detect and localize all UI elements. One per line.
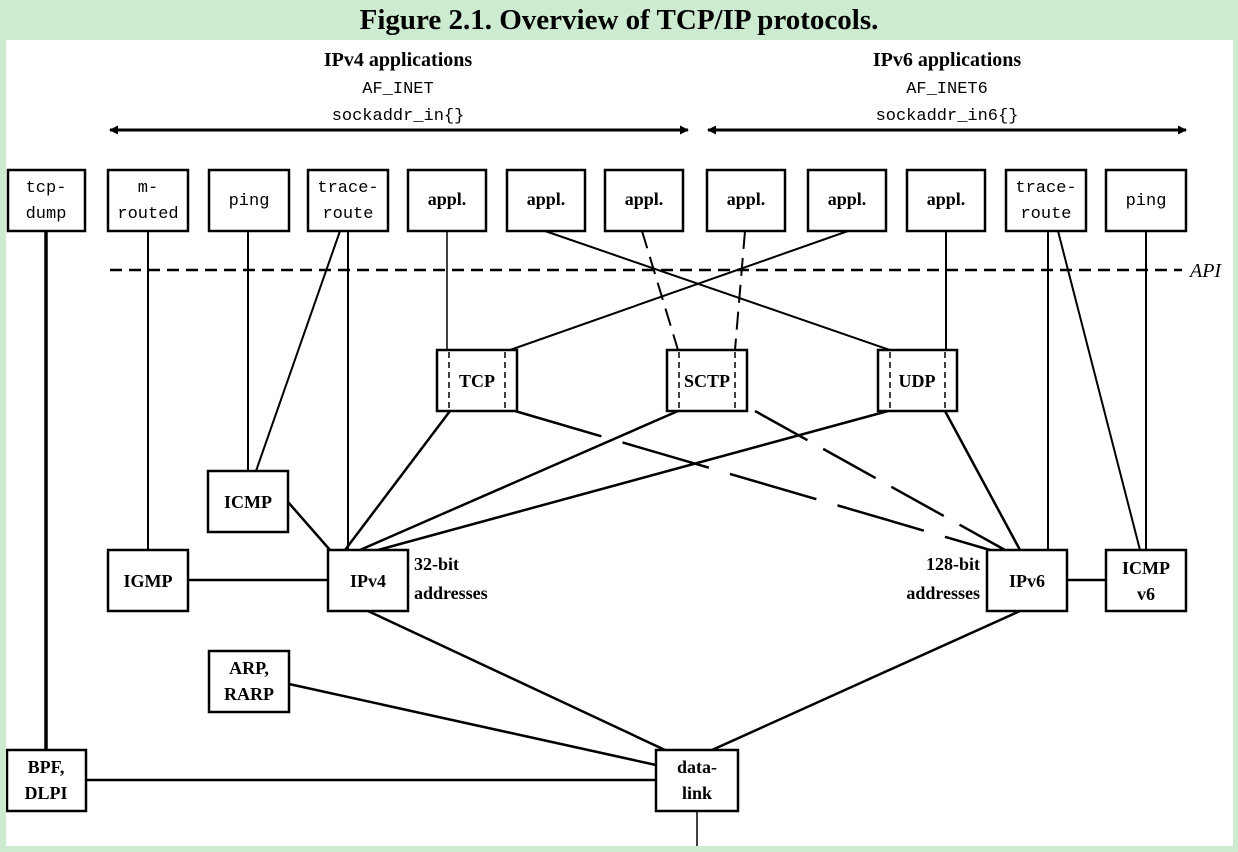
appl-label-1: appl. — [428, 189, 467, 209]
connections — [44, 230, 1147, 846]
icmpv6-label-2: v6 — [1137, 584, 1155, 604]
ipv6-af-inet6: AF_INET6 — [906, 80, 988, 99]
traceroute6-box — [1004, 168, 1088, 233]
igmp-label: IGMP — [124, 571, 173, 591]
link-ipv6-datalink — [711, 609, 1021, 752]
network-boxes — [6, 469, 1188, 813]
appl-box-5 — [806, 168, 888, 233]
diagram-canvas: IPv4 applications AF_INET sockaddr_in{} … — [6, 40, 1233, 846]
tcpdump-label-2: dump — [26, 205, 67, 224]
link-appl2-udp — [544, 230, 891, 351]
link-sctp-ipv4 — [359, 409, 679, 552]
appl-label-6: appl. — [927, 189, 966, 209]
mrouted-label-2: routed — [117, 205, 178, 224]
link-udp-ipv4 — [377, 409, 889, 552]
datalink-label-1: data- — [677, 757, 717, 777]
ipv6-address-note-2: addresses — [906, 583, 980, 603]
bpf-label-1: BPF, — [28, 757, 65, 777]
traceroute-label-1: trace- — [317, 179, 378, 198]
datalink-label-2: link — [682, 783, 712, 803]
mrouted-box — [106, 168, 190, 233]
appl-label-5: appl. — [828, 189, 867, 209]
udp-box — [876, 348, 959, 413]
sctp-label: SCTP — [684, 371, 730, 391]
link-tcp-ipv4 — [344, 410, 451, 551]
appl-box-3 — [603, 168, 685, 233]
link-traceroute6-icmpv6 — [1057, 230, 1141, 551]
ipv6-address-note-1: 128-bit — [926, 554, 980, 574]
tcp-box — [435, 348, 519, 413]
traceroute6-label-1: trace- — [1015, 179, 1076, 198]
tcpdump-box — [6, 168, 87, 233]
appl-box-4 — [705, 168, 787, 233]
icmpv6-label-1: ICMP — [1122, 558, 1170, 578]
udp-label: UDP — [899, 371, 936, 391]
transport-boxes — [435, 348, 959, 413]
tcp-label: TCP — [459, 371, 495, 391]
ping6-label: ping — [1126, 192, 1167, 211]
icmpv6-box — [1104, 548, 1188, 613]
igmp-box — [106, 548, 190, 613]
traceroute6-label-2: route — [1020, 205, 1071, 224]
appl-label-4: appl. — [727, 189, 766, 209]
link-tcp-ipv6 — [514, 409, 991, 552]
ping-box — [207, 168, 291, 233]
appl-label-3: appl. — [625, 189, 664, 209]
ipv4-sockaddr: sockaddr_in{} — [332, 107, 465, 126]
arp-box — [207, 649, 291, 714]
ipv4-box — [326, 548, 410, 613]
transport-labels: TCP SCTP UDP — [459, 371, 936, 391]
bpf-box — [6, 748, 88, 813]
icmp-box — [206, 469, 290, 534]
sctp-box — [665, 348, 749, 413]
appl-box-1 — [406, 168, 488, 233]
link-ipv4-datalink — [367, 609, 666, 752]
ipv4-label: IPv4 — [350, 571, 386, 591]
api-label: API — [1188, 260, 1222, 282]
tcpdump-label-1: tcp- — [26, 179, 67, 198]
traceroute-label-2: route — [322, 205, 373, 224]
application-boxes — [6, 168, 1188, 233]
icmp-label: ICMP — [224, 492, 272, 512]
ping6-box — [1104, 168, 1188, 233]
figure-caption: Figure 2.1. Overview of TCP/IP protocols… — [359, 4, 879, 36]
appl-box-2 — [505, 168, 587, 233]
ipv4-address-note-2: addresses — [414, 583, 488, 603]
network-labels: ICMP IGMP IPv4 IPv6 ICMP v6 ARP, RARP BP… — [24, 492, 1170, 803]
link-udp-ipv6 — [943, 410, 1022, 551]
mrouted-label-1: m- — [138, 179, 158, 198]
tcpip-diagram: IPv4 applications AF_INET sockaddr_in{} … — [6, 49, 1222, 846]
ipv6-sockaddr: sockaddr_in6{} — [876, 107, 1019, 126]
address-notes: 32-bit addresses 128-bit addresses — [414, 554, 980, 603]
arp-label-2: RARP — [224, 684, 274, 704]
arp-label-1: ARP, — [229, 658, 269, 678]
ipv6-apps-title: IPv6 applications — [873, 49, 1022, 71]
appl-box-6 — [905, 168, 987, 233]
link-appl3-sctp — [641, 230, 679, 351]
link-appl4-sctp — [734, 230, 746, 351]
ping-label: ping — [229, 192, 270, 211]
ipv4-af-inet: AF_INET — [362, 80, 433, 99]
traceroute-box — [306, 168, 390, 233]
link-appl5-tcp — [509, 230, 849, 351]
link-arp-datalink — [288, 682, 657, 767]
bpf-label-2: DLPI — [24, 783, 67, 803]
link-traceroute-icmp — [255, 230, 341, 472]
ipv4-apps-title: IPv4 applications — [324, 49, 473, 71]
ipv4-address-note-1: 32-bit — [414, 554, 459, 574]
application-labels: tcp- dump m- routed ping trace- route ap… — [26, 179, 1167, 224]
appl-label-2: appl. — [527, 189, 566, 209]
ipv6-label: IPv6 — [1009, 571, 1045, 591]
link-icmp-ipv4 — [287, 501, 331, 551]
ipv6-box — [985, 548, 1069, 613]
datalink-box — [654, 748, 740, 813]
link-sctp-ipv6 — [754, 409, 1006, 552]
